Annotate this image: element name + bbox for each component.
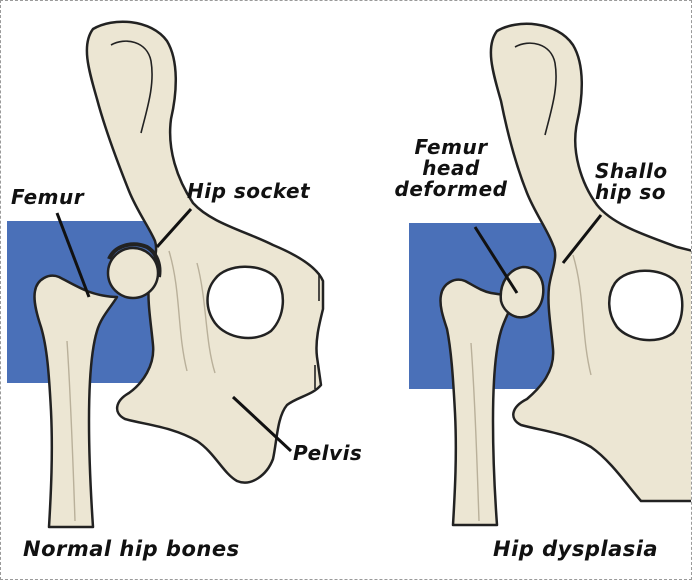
hip-dysplasia-caption: Hip dysplasia [493,537,659,561]
dysplasia-pelvis-shade [572,254,592,376]
pelvis-leader-line [231,395,293,453]
femur-head-deformed-label: Femur head deformed [381,137,521,200]
dysplasia-femur-shaft-line [470,342,480,522]
femur-head-deformed-leader-line [473,226,519,294]
shallow-hip-socket-label: Shallo hip so [595,161,668,203]
dysplasia-deformed-femoral-head [499,265,545,319]
normal-femur-shaft-line [66,340,76,522]
dysplasia-pelvis-bone [489,22,691,503]
dysplasia-hip-diagram [409,22,691,527]
normal-hip-diagram [7,20,325,529]
shallow-hip-socket-line-1: Shallo [595,159,668,183]
normal-hip-caption: Normal hip bones [23,537,240,561]
femur-head-deformed-line-1: Femur [414,135,488,159]
dysplasia-obturator-foramen [608,269,684,342]
normal-femur-bone [33,274,119,529]
dysplasia-femur-bone [439,278,519,527]
hip-socket-leader-line [155,207,193,249]
hip-socket-label: Hip socket [187,179,311,203]
femur-head-deformed-line-3: deformed [394,177,508,201]
shallow-socket-leader-line [561,214,603,264]
normal-pelvis-shade [168,250,216,374]
dysplasia-ilium-ridge [514,42,557,136]
normal-obturator-foramen [206,265,285,340]
shallow-hip-socket-line-2: hip so [595,180,667,204]
femur-label: Femur [11,185,85,209]
normal-pubic-edge [314,273,320,389]
normal-femoral-head [106,246,160,300]
femur-head-deformed-line-2: head [422,156,480,180]
pelvis-label: Pelvis [293,441,363,465]
femur-leader-line [55,212,91,298]
normal-socket-rim [107,242,162,278]
normal-pelvis-bone [85,20,325,484]
normal-ilium-ridge [110,40,153,134]
